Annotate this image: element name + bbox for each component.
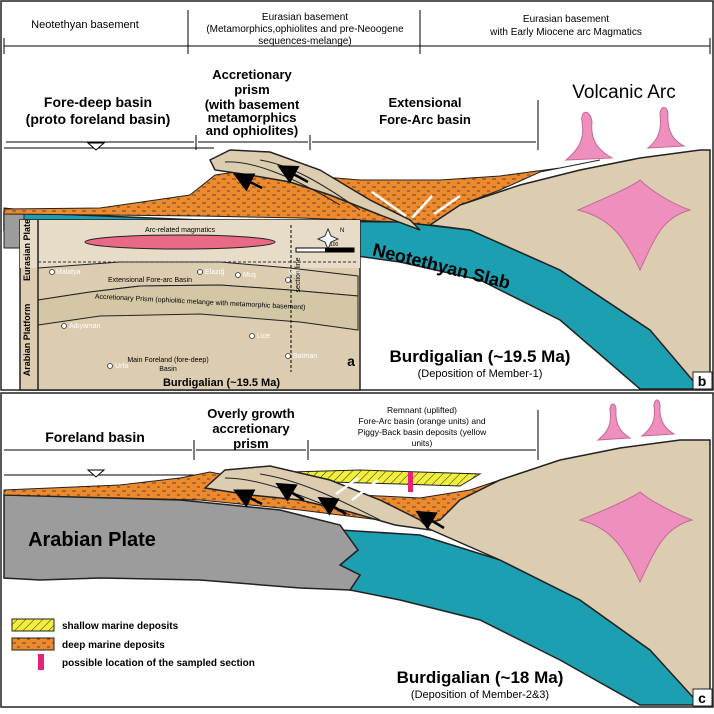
legend-shallow-swatch (11, 618, 55, 632)
zone-remnant-l2: Fore-Arc basin (orange units) and (358, 416, 485, 426)
deep-marine-deposits-b (3, 159, 601, 226)
panel-c-letter: c (698, 690, 706, 706)
zone-growth-prism-l1: Overly growth (207, 406, 294, 421)
sampled-section-marker (408, 472, 413, 492)
zone-prism-l1: Accretionary (212, 67, 292, 82)
inset-map: Arc-related magmatics Extensional Fore-a… (19, 219, 361, 391)
panel-b-letter-box (692, 371, 713, 390)
inset-prism-lower (37, 284, 359, 331)
header-eurasian-arc-title: Eurasian basement (523, 14, 609, 25)
legend-sampled-label: possible location of the sampled section (62, 658, 255, 669)
city-adiyaman: Adıyaman (69, 323, 101, 330)
panel-c-age-title: Burdigalian (~18 Ma) (397, 668, 564, 687)
legend-sampled-swatch (38, 654, 44, 670)
header-eurasian-arc-line2: with Early Miocene arc Magmatics (489, 27, 642, 38)
zone-foredeep-title: Fore-deep basin (44, 94, 152, 110)
panel-b-age-subtitle: (Deposition of Member-1) (418, 368, 543, 380)
scale-bar-label: 100 (330, 242, 339, 248)
sea-level-marker-icon (86, 142, 106, 151)
north-label: N (340, 228, 344, 234)
zone-forearc-l2: Fore-Arc basin (379, 112, 471, 127)
header-eurasian-basement-line2: (Metamorphics,ophiolites and pre-Neoogen… (206, 24, 404, 35)
thrust-arrow-c1-icon (233, 489, 263, 508)
city-urfa: Urfa (115, 363, 128, 370)
volcano-1-icon (564, 111, 614, 161)
panel-c-zone-bar (4, 410, 539, 460)
inset-arc-magmatics-label: Arc-related magmatics (145, 227, 216, 234)
panel-c-letter-box (692, 688, 713, 707)
zone-remnant-l4: units) (412, 438, 433, 448)
zone-remnant-l1: Remnant (uplifted) (387, 405, 457, 415)
inset-eurasian-plate-label: Eurasian Plate (22, 219, 32, 281)
thrust-arrow-c4-icon (415, 510, 445, 530)
zone-foredeep-subtitle: (proto foreland basin) (26, 111, 171, 127)
header-eurasian-basement-line3: sequences-melange) (258, 36, 351, 47)
legend-shallow-label: shallow marine deposits (62, 621, 179, 632)
inset-city-markers (49, 269, 291, 369)
thrust-arrow-c3-icon (317, 496, 347, 516)
zone-prism-l4: metamorphics (208, 110, 297, 125)
legend-deep-swatch (11, 637, 55, 651)
inset-foreland-l2: Basin (159, 366, 177, 373)
panel-b-age-title: Burdigalian (~19.5 Ma) (390, 347, 571, 366)
prism-thrust-2 (259, 159, 361, 211)
inset-arabian-platform-label: Arabian Platform (22, 304, 32, 377)
zone-remnant-l3: Piggy-Back basin deposits (yellow (358, 427, 487, 437)
legend-deep-label: deep marine deposits (62, 640, 165, 651)
city-mus: Muş (243, 272, 257, 279)
thrust-arrow-1-icon (233, 173, 263, 192)
city-lice: Lice (257, 333, 270, 340)
extension-faults-c (335, 476, 379, 501)
inset-arc-magmatics-ellipse (84, 234, 276, 250)
arabian-plate-c (3, 494, 362, 591)
volcano-2-icon (646, 107, 686, 149)
header-scale-bar (3, 10, 711, 150)
legend: shallow marine deposits deep marine depo… (11, 618, 255, 670)
thrust-arrow-2-icon (277, 165, 309, 184)
prism-c-thrust-2 (259, 473, 381, 521)
magma-chamber-c-icon (578, 491, 694, 584)
arabian-plate-label: Arabian Plate (28, 529, 156, 551)
inset-foreland-l1: Main Foreland (fore-deep) (127, 357, 208, 364)
city-malatya: Malatya (56, 269, 81, 276)
inset-forearc-basin-label: Extensional Fore-arc Basin (108, 277, 192, 284)
prism-thrust-1 (224, 161, 341, 206)
zone-prism-l2: prism (234, 82, 269, 97)
inset-letter: a (347, 353, 355, 369)
scale-bar-fill (325, 248, 354, 252)
zone-forearc-l1: Extensional (389, 95, 462, 110)
inset-section-line-label: section line (295, 257, 302, 292)
zone-foreland-basin: Foreland basin (45, 429, 145, 445)
header-neotethyan-basement: Neotethyan basement (31, 19, 139, 31)
header-eurasian-basement-title: Eurasian basement (262, 12, 348, 23)
zone-prism-l5: and ophiolites) (206, 123, 298, 138)
inset-age-title: Burdigalian (~19.5 Ma) (163, 377, 280, 389)
magma-chamber-b-icon (576, 179, 692, 272)
volcano-c1-icon (596, 403, 632, 441)
shallow-marine-deposits-c (289, 469, 482, 487)
city-batman: Batman (293, 353, 317, 360)
zone-growth-prism-l2: accretionary (212, 421, 290, 436)
extension-faults (371, 190, 461, 219)
thrust-arrow-c2-icon (275, 482, 305, 502)
zone-growth-prism-l3: prism (233, 436, 268, 451)
zone-volcanic-arc: Volcanic Arc (572, 82, 676, 103)
sea-level-marker-c-icon (86, 469, 106, 478)
city-van: Van (288, 269, 300, 276)
volcano-c2-icon (640, 399, 676, 437)
panel-c-age-subtitle: (Deposition of Member-2&3) (411, 689, 549, 701)
city-elazig: Elazığ (205, 269, 225, 276)
panel-b-letter: b (698, 373, 707, 389)
zone-prism-l3: (with basement (205, 97, 300, 112)
panel-c-frame (0, 392, 714, 708)
